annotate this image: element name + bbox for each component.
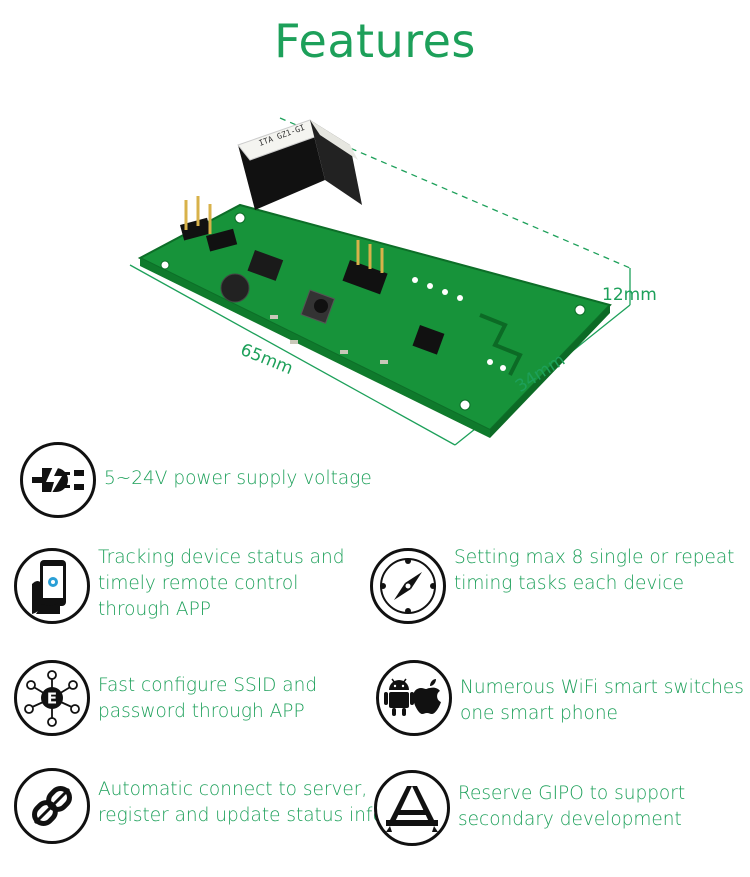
feature-configure-ssid: E Fast configure SSID and password throu… [14, 660, 317, 736]
feature-reserve-gpio: Reserve GIPO to support secondary develo… [374, 770, 685, 846]
link-icon [14, 768, 90, 844]
page-title: Features [274, 14, 476, 68]
feature-timing-text: Setting max 8 single or repeat timing ta… [454, 547, 735, 594]
feature-auto-connect: Automatic connect to server, register an… [14, 768, 384, 844]
compass-icon [370, 548, 446, 624]
feature-power-supply: 5~24V power supply voltage [20, 442, 372, 518]
feature-tracking-text: Tracking device status and timely remote… [98, 547, 345, 620]
phone-hand-icon [14, 548, 90, 624]
feature-auto-text: Automatic connect to server, register an… [98, 779, 384, 826]
power-plug-icon [20, 442, 96, 518]
feature-timing-tasks: Setting max 8 single or repeat timing ta… [370, 547, 735, 624]
feature-ssid-text: Fast configure SSID and password through… [98, 675, 318, 722]
android-apple-icon [376, 660, 452, 736]
pcb-module-image: ITA GZ1-GI [129, 117, 631, 446]
feature-power-text: 5~24V power supply voltage [104, 468, 372, 489]
feature-wifi-text: Numerous WiFi smart switches one smart p… [460, 677, 744, 724]
svg-text:E: E [47, 690, 57, 708]
app-store-icon [374, 770, 450, 846]
height-dimension-label: 12mm [602, 285, 657, 305]
feature-multi-switch: Numerous WiFi smart switches one smart p… [376, 660, 744, 736]
feature-tracking-status: Tracking device status and timely remote… [14, 547, 345, 624]
feature-gpio-text: Reserve GIPO to support secondary develo… [458, 783, 686, 830]
network-e-icon: E [14, 660, 90, 736]
